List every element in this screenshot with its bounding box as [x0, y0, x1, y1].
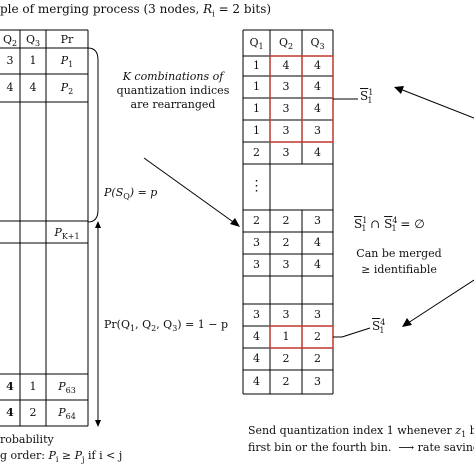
left-row-64-q3: 2	[29, 406, 37, 419]
set-label-s1-1: S11	[360, 88, 374, 106]
right-row-11-q2: 3	[282, 308, 290, 321]
left-row-2-q2: 4	[6, 81, 14, 94]
right-row-13-q1: 4	[253, 352, 260, 365]
right-row-1-q1: 1	[253, 59, 260, 72]
right-row-7-q2: 2	[282, 214, 290, 227]
right-row-7-q1: 2	[253, 214, 260, 227]
right-row-8-q1: 3	[253, 236, 260, 249]
right-row-3-q2: 3	[282, 102, 290, 115]
title-sub: i	[212, 9, 215, 19]
left-row-1-q2: 3	[6, 54, 14, 67]
right-row-2-q2: 3	[282, 80, 290, 93]
figure-title: ple of merging process (3 nodes, Ri = 2 …	[0, 2, 271, 18]
right-row-7-q3: 3	[314, 214, 321, 227]
title-var: R	[203, 2, 213, 16]
right-row-2-q1: 1	[253, 80, 260, 93]
right-row-1-q2: 4	[282, 59, 290, 72]
title-suffix: = 2 bits)	[214, 2, 272, 16]
right-row-13-q2: 2	[282, 352, 290, 365]
title-text: ple of merging process (3 nodes,	[0, 2, 204, 16]
left-row-64-q2: 4	[6, 406, 14, 419]
right-row-1-q3: 4	[314, 59, 321, 72]
set-label-s1-4: S41	[372, 318, 386, 336]
right-row-11-q1: 3	[253, 308, 260, 321]
merge-note-line2: ≥ identifiable	[361, 263, 437, 276]
right-row-12-q1: 4	[253, 330, 260, 343]
left-header-q3: Q3	[25, 33, 41, 49]
left-row-2-q3: 4	[29, 81, 37, 94]
right-row-9-q3: 4	[314, 258, 321, 271]
left-row-1-pr: P1	[60, 54, 74, 70]
rearranged-note-line1: K combinations of	[122, 70, 224, 83]
footer-left-line1: robability	[0, 433, 54, 446]
footer-left-line2: g order: Pi ≥ Pj if i < j	[0, 449, 123, 465]
right-row-8-q2: 2	[282, 236, 290, 249]
left-row-2-pr: P2	[60, 81, 74, 97]
right-row-ellipsis: ⋮	[249, 178, 264, 194]
prob-sq-label: P(SQ) = p	[104, 186, 158, 202]
right-row-2-q3: 4	[314, 80, 321, 93]
intersection-statement: S11 ∩ S41 = ∅	[354, 216, 425, 234]
left-header-q2: Q2	[2, 33, 18, 49]
merge-note: Can be merged ≥ identifiable	[344, 246, 454, 278]
left-row-64-pr: P64	[58, 406, 76, 422]
right-row-5-q1: 2	[253, 146, 260, 159]
right-row-14-q1: 4	[253, 375, 260, 388]
prob-rest-label: Pr(Q1, Q2, Q3) = 1 − p	[104, 318, 229, 334]
right-row-9-q1: 3	[253, 258, 260, 271]
right-row-3-q1: 1	[253, 102, 260, 115]
right-row-9-q2: 3	[282, 258, 290, 271]
right-row-14-q2: 2	[282, 375, 290, 388]
right-row-5-q3: 4	[314, 146, 321, 159]
right-row-13-q3: 2	[314, 352, 321, 365]
left-row-1-q3: 1	[29, 54, 37, 67]
rearranged-note-line3: are rearranged	[130, 98, 216, 111]
right-row-4-q1: 1	[253, 124, 260, 137]
left-row-63-pr: P63	[58, 380, 76, 396]
right-row-4-q3: 3	[314, 124, 321, 137]
right-row-4-q2: 3	[282, 124, 290, 137]
rearranged-note: K combinations of quantization indices a…	[108, 70, 238, 112]
right-row-11-q3: 3	[314, 308, 321, 321]
left-row-63-q2: 4	[6, 380, 14, 393]
rearranged-note-line2: quantization indices	[116, 84, 230, 97]
merge-note-line1: Can be merged	[356, 247, 442, 260]
rate-saving-note: ⟶ rate saving	[398, 441, 474, 454]
left-row-63-q3: 1	[29, 380, 37, 393]
right-row-8-q3: 4	[314, 236, 321, 249]
right-row-5-q2: 3	[282, 146, 290, 159]
right-header-q2: Q2	[278, 36, 294, 52]
left-row-k1-pr: PK+1	[54, 226, 80, 242]
footer-right-line1: Send quantization index 1 whenever z1 be…	[248, 424, 474, 440]
right-row-3-q3: 4	[314, 102, 321, 115]
left-header-pr: Pr	[60, 33, 74, 46]
right-row-14-q3: 3	[314, 375, 321, 388]
right-header-q3: Q3	[310, 36, 325, 52]
right-row-12-q2: 1	[282, 330, 290, 343]
right-row-12-q3: 2	[314, 330, 321, 343]
right-header-q1: Q1	[249, 36, 264, 52]
footer-right-line2: first bin or the fourth bin. ⟶ rate savi…	[248, 441, 474, 454]
